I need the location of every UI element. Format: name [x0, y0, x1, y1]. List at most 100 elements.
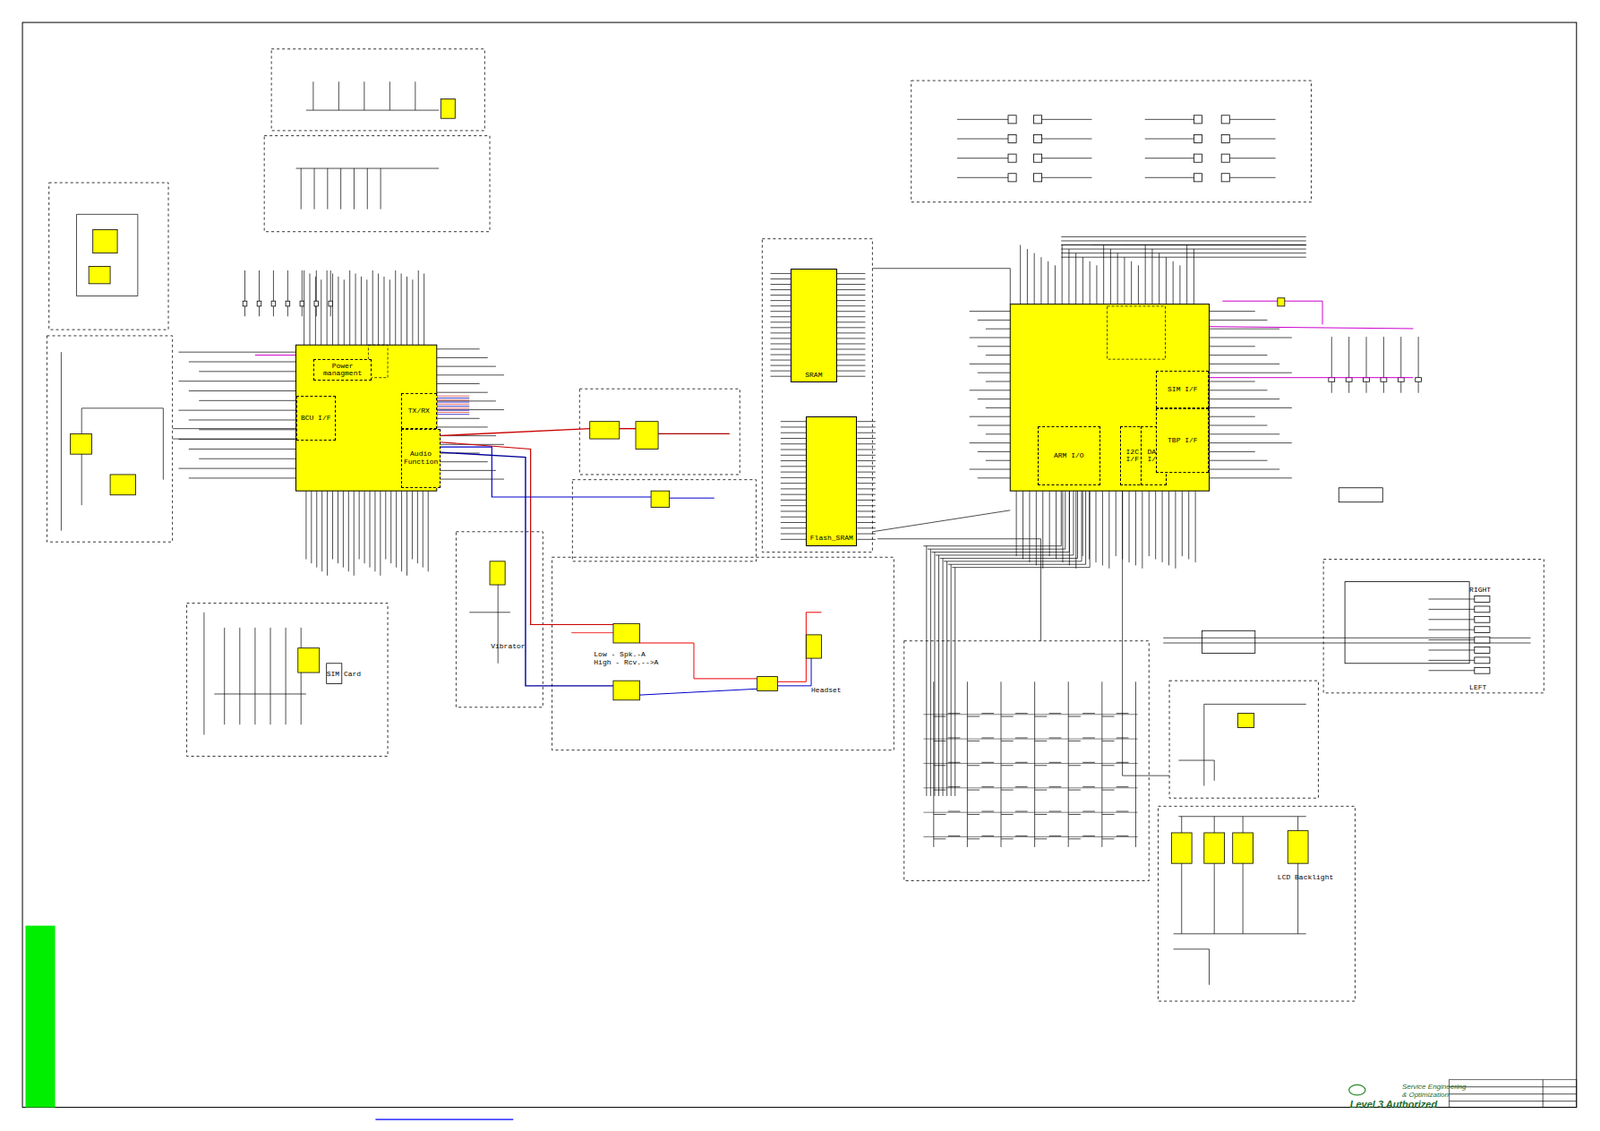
part-label: Vibrator	[490, 642, 525, 651]
outline	[1008, 115, 1017, 124]
wire	[81, 408, 83, 505]
wire	[172, 438, 297, 440]
wire	[436, 411, 470, 413]
wire	[856, 460, 876, 462]
wire	[923, 490, 1061, 547]
wire	[770, 365, 791, 367]
wire	[780, 527, 806, 529]
component	[1237, 713, 1254, 728]
wire	[1209, 354, 1268, 356]
wire	[770, 332, 791, 334]
wire	[977, 372, 1010, 374]
wire	[198, 458, 296, 460]
wire	[417, 490, 419, 564]
wire	[1130, 261, 1132, 305]
wire	[1179, 265, 1181, 304]
wire	[770, 305, 791, 307]
wire	[332, 490, 334, 559]
wire	[1209, 451, 1256, 453]
wire	[1348, 336, 1350, 394]
wire	[1366, 336, 1368, 394]
wire	[1400, 336, 1402, 394]
wire	[1168, 490, 1170, 565]
wire	[969, 389, 1011, 391]
wire	[957, 137, 1010, 139]
wire	[1155, 490, 1156, 559]
wire	[300, 627, 302, 725]
wire	[1015, 835, 1028, 837]
wire	[1049, 712, 1062, 714]
wire	[780, 487, 806, 489]
wire	[1102, 789, 1115, 791]
component	[489, 561, 505, 585]
outline	[1415, 377, 1422, 383]
wire	[337, 490, 339, 564]
outline	[1345, 377, 1352, 383]
wire	[966, 740, 980, 742]
wire	[770, 342, 791, 344]
component	[298, 648, 320, 673]
wire	[837, 332, 866, 334]
wire	[770, 294, 791, 296]
wire	[1331, 336, 1333, 394]
outline	[1202, 630, 1256, 653]
wire	[359, 490, 360, 559]
wire	[273, 270, 274, 317]
outline	[242, 300, 248, 307]
outline	[1193, 134, 1202, 143]
dashed-region	[187, 603, 389, 757]
wire	[932, 681, 934, 848]
wire	[770, 316, 791, 317]
part-label: LCD Backlight	[1277, 873, 1334, 882]
wire	[1040, 256, 1042, 304]
wire	[837, 305, 866, 307]
wire	[1178, 760, 1215, 781]
wire	[1145, 157, 1197, 159]
dashed-region	[46, 335, 172, 542]
wire	[436, 399, 470, 401]
wire	[377, 273, 379, 345]
wire	[770, 359, 791, 361]
wire	[1428, 629, 1475, 631]
wire	[436, 366, 497, 368]
wire	[950, 564, 952, 796]
wire	[1203, 703, 1205, 786]
wire	[1116, 811, 1130, 813]
wire	[1060, 252, 1307, 254]
title-block	[1448, 1079, 1576, 1108]
wire	[872, 268, 1010, 305]
wire	[364, 490, 366, 564]
wire	[436, 405, 470, 407]
wire	[770, 326, 791, 328]
wire	[436, 402, 470, 403]
wire	[770, 299, 791, 301]
wire	[353, 490, 355, 576]
wire	[770, 273, 791, 274]
wire	[1082, 811, 1096, 813]
outline	[1474, 647, 1490, 654]
function-block: TX/RX	[401, 393, 437, 429]
wire	[923, 713, 1138, 715]
wire	[389, 279, 391, 345]
wire	[837, 376, 866, 377]
wire	[669, 497, 715, 499]
component	[440, 99, 455, 120]
block-label: ARM I/O	[1053, 452, 1085, 460]
wire	[856, 443, 876, 445]
wire	[837, 289, 866, 291]
wire	[957, 177, 1010, 179]
wire	[933, 813, 947, 815]
wire	[1448, 1100, 1576, 1102]
wire	[343, 279, 345, 345]
wire	[966, 716, 980, 718]
wire	[1060, 244, 1307, 246]
dashed-region	[579, 388, 740, 475]
wire	[856, 482, 876, 484]
wire	[1101, 681, 1103, 848]
wire	[436, 395, 470, 397]
wire	[780, 482, 806, 484]
wire	[436, 357, 488, 359]
wire	[856, 504, 876, 506]
dashed-region	[271, 49, 485, 131]
